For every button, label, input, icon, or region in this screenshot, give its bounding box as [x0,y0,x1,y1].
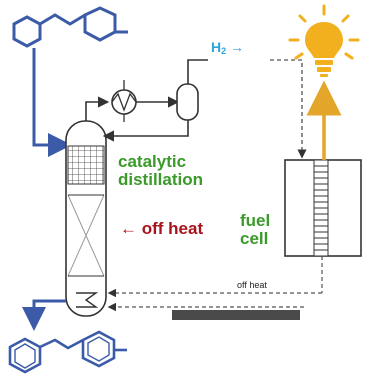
lightbulb-icon [288,4,360,77]
hydrogen-main: H [211,39,222,55]
reflux-line [102,120,189,142]
distillation-column [65,120,107,317]
feed-arrow [32,48,72,157]
hydrogen-line [187,59,208,84]
hydrogen-arrow: → [230,39,245,55]
reboiler-heat-exchanger-icon [76,292,99,308]
fuel-cell [284,159,362,257]
product-arrow [22,299,66,331]
catalytic-line2: distillation [118,169,203,189]
overhead-line [85,96,110,121]
fuel-text: fuel [240,211,271,230]
catalytic-packing [67,145,105,185]
off-heat-arrow: ← [120,219,137,238]
hydrogen-sub: 2 [221,46,227,56]
reactant-molecule-icon [12,6,128,48]
off-heat-text: off heat [141,219,204,238]
product-molecule-icon [8,330,127,374]
condenser-icon [111,80,137,122]
catalytic-label: catalytic distillation [118,153,203,189]
off-heat-label: ← off heat [120,220,203,238]
reflux-drum [176,83,199,121]
heat-bar [172,310,300,320]
cell-text: cell [240,228,269,248]
off-heat-small-label: off heat [237,280,267,290]
catalytic-line1: catalytic [118,152,187,171]
hydrogen-label: H2 → [211,40,244,56]
fuel-cell-label: fuel cell [240,212,270,248]
